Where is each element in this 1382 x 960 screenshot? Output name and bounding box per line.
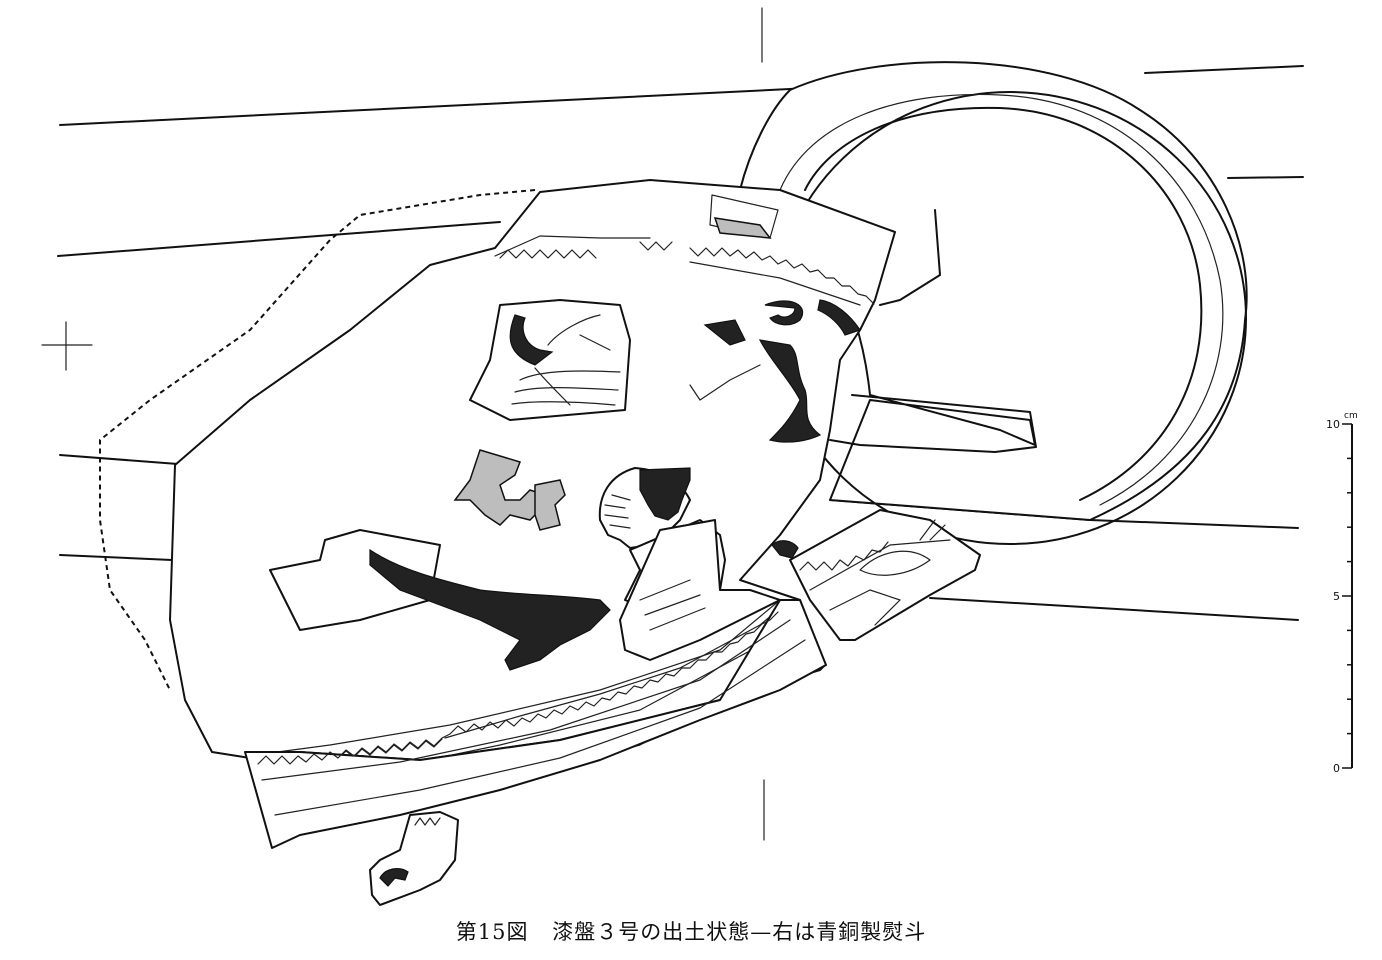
figure-title: 漆盤３号の出土状態—右は青銅製熨斗	[552, 920, 927, 944]
rim-band-line	[261, 619, 791, 781]
overlap-piece	[619, 519, 781, 661]
scale-bar-tick-label: 10	[1326, 418, 1340, 431]
fish-pattern-fragment	[771, 509, 981, 641]
rim-band-piece	[244, 599, 827, 849]
small-fragment	[369, 811, 459, 906]
rim-band-zigzag	[257, 611, 779, 765]
figure-number: 第15図	[455, 920, 529, 944]
scale-bar: 10 5 0 cm	[1326, 411, 1358, 775]
rim-band-line-2	[274, 639, 806, 816]
black-bird-motif	[689, 299, 861, 443]
scale-bar-tick-label: 0	[1333, 762, 1340, 775]
cloud-motif	[453, 449, 566, 531]
bird-motif-fragment	[469, 299, 631, 421]
reconstructed-outline	[99, 189, 536, 691]
scale-bar-unit: cm	[1344, 411, 1358, 421]
scale-bar-tick-label: 5	[1333, 590, 1340, 603]
figure-caption: 第15図 漆盤３号の出土状態—右は青銅製熨斗	[0, 916, 1382, 946]
overlap-piece-stripes	[639, 579, 706, 631]
